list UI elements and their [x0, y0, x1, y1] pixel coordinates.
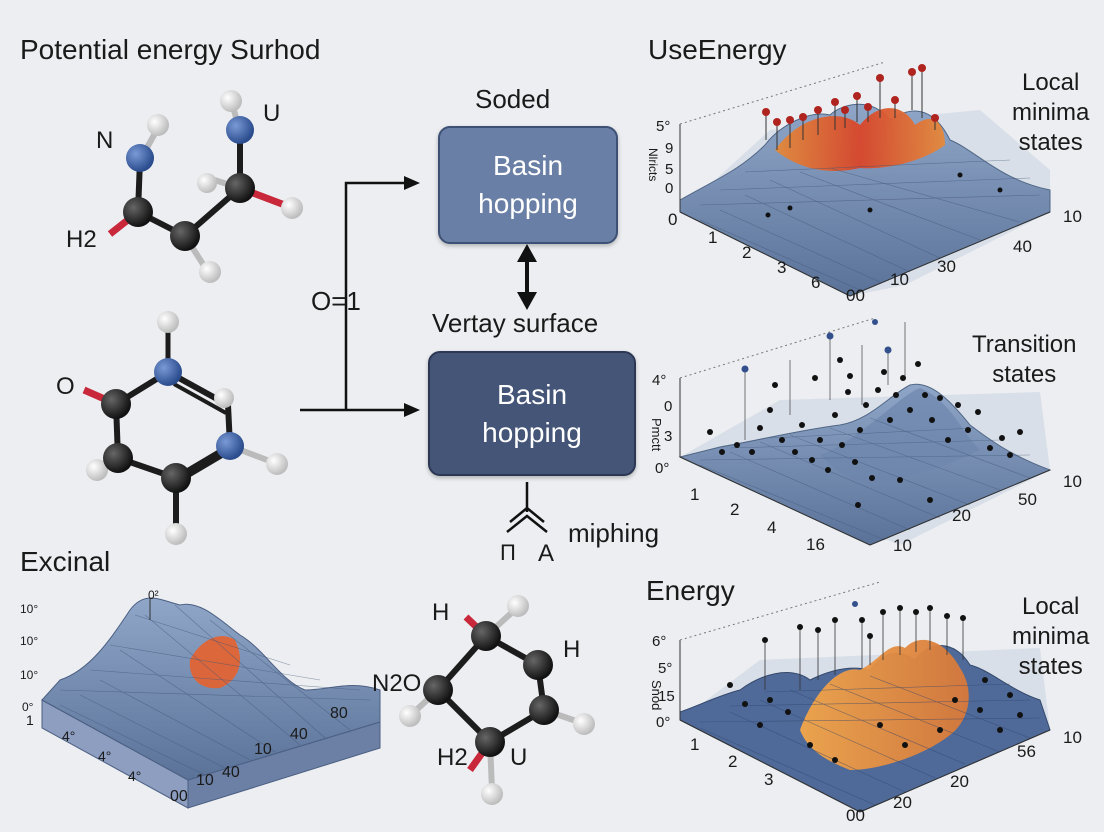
top-x-tick: 2: [742, 243, 752, 262]
top-z-tick: 0: [665, 180, 674, 197]
bl-peak-label: 0²: [148, 588, 159, 602]
bl-x-tick: 4°: [128, 768, 142, 784]
bl-x-tick: 4°: [98, 748, 112, 764]
middle-z-tick: 3: [664, 428, 673, 445]
atom-label-h2: H2: [66, 226, 97, 253]
box-top-line-2: hopping: [478, 188, 578, 219]
middle-z-tick: 0°: [655, 460, 670, 477]
box-bottom-line-2: hopping: [482, 416, 582, 448]
bottom-y-tick: 20: [893, 793, 912, 812]
bl-y-tick: 40: [222, 764, 240, 781]
box-top-line-1: Basin: [492, 150, 564, 181]
atom-label-n: N: [96, 127, 114, 154]
molecule-middle: [82, 311, 288, 545]
bl-z-tick: 0°: [22, 700, 34, 714]
bottom-x-tick: 00: [846, 806, 865, 825]
bottom-z-tick: 6°: [652, 633, 667, 650]
atom-label-h-right: H: [563, 636, 581, 663]
middle-y-tick: 20: [952, 506, 971, 525]
middle-axis-title: Pmctt: [649, 418, 664, 452]
bl-x-tick: 00: [170, 788, 188, 805]
bl-x-tick: 4°: [62, 728, 76, 744]
flow-upper-label: Soded: [475, 84, 551, 114]
top-y-tick: 10: [890, 270, 909, 289]
bottom-z-tick: 5°: [658, 660, 673, 677]
basin-hopping-box-bottom: Basin hopping: [428, 351, 636, 476]
bottom-y-tick: 20: [950, 772, 969, 791]
bl-z-tick: 10°: [20, 668, 39, 682]
top-y-tick: 10: [1063, 207, 1082, 226]
flow-symbol-pi: Π: [500, 540, 516, 565]
atom-label-u-bottom: U: [510, 744, 528, 771]
bl-y-tick: 10: [254, 741, 272, 758]
middle-z-tick: 4°: [652, 372, 667, 389]
bottom-z-tick: 0°: [656, 714, 671, 731]
bl-z-tick: 10°: [20, 602, 39, 616]
plot-bottom-right-title: Energy: [646, 575, 735, 606]
bottom-y-tick: 10: [1063, 728, 1082, 747]
top-z-tick: 9: [665, 140, 674, 157]
molecule-bottom: [399, 595, 595, 805]
top-x-tick: 00: [846, 286, 865, 305]
flow-arrows: [300, 176, 548, 533]
bl-y-tick: 80: [330, 705, 348, 722]
top-x-tick: 0: [668, 210, 678, 229]
bottom-x-tick: 2: [728, 752, 738, 771]
note-bottom-minima: Local minima states: [1012, 593, 1090, 680]
flow-bottom-label: miphing: [568, 518, 660, 548]
bottom-x-tick: 3: [764, 770, 774, 789]
bl-x-tick: 1: [26, 712, 34, 728]
flow-symbol-a: A: [538, 540, 555, 567]
middle-y-tick: 10: [1063, 472, 1082, 491]
surface-plot-bottom-left: [41, 597, 381, 809]
surface-plot-top: [679, 61, 1051, 297]
surface-plot-middle: [678, 317, 1052, 546]
plot-bottom-left-title: Excinal: [20, 546, 111, 577]
top-z-tick: 5°: [656, 118, 671, 135]
atom-label-n2o: N2O: [372, 670, 422, 697]
top-z-tick: 5: [665, 161, 674, 178]
molecule-top: [107, 90, 303, 283]
surface-plot-bottom-right: [679, 581, 1051, 813]
middle-z-tick: 0: [664, 398, 673, 415]
top-y-tick: 30: [937, 257, 956, 276]
bl-z-tick: 10°: [20, 634, 39, 648]
bottom-x-tick: 1: [690, 735, 700, 754]
plot-top-title: UseEnergy: [648, 34, 787, 65]
middle-x-tick: 16: [806, 535, 825, 554]
middle-x-tick: 4: [767, 518, 777, 537]
top-axis-title: Nlricts: [646, 148, 660, 182]
top-y-tick: 40: [1013, 237, 1032, 256]
middle-x-tick: 2: [730, 500, 740, 519]
atom-label-h2-bottom: H2: [437, 744, 468, 771]
bottom-y-tick: 56: [1017, 742, 1036, 761]
box-bottom-line-1: Basin: [496, 378, 568, 410]
middle-y-tick: 50: [1018, 490, 1037, 509]
top-x-tick: 3: [777, 258, 787, 277]
flow-middle-label: Vertay surface: [432, 308, 599, 338]
atom-label-h-top: H: [432, 599, 450, 626]
middle-y-tick: 10: [893, 536, 912, 555]
bottom-z-tick: 15: [658, 688, 675, 705]
top-x-tick: 6: [811, 273, 821, 292]
bl-y-tick: 40: [290, 726, 308, 743]
middle-x-tick: 1: [690, 485, 700, 504]
main-title: Potential energy Surhod: [20, 34, 321, 65]
top-x-tick: 1: [708, 228, 718, 247]
atom-label-o: O: [56, 373, 75, 400]
note-transition: Transition states: [972, 331, 1077, 388]
atom-label-u: U: [263, 100, 281, 127]
bl-y-tick: 10: [196, 772, 214, 789]
flow-side-label: O=1: [311, 286, 361, 316]
note-top-minima: Local minima states: [1012, 69, 1090, 156]
basin-hopping-box-top: Basin hopping: [438, 126, 618, 244]
